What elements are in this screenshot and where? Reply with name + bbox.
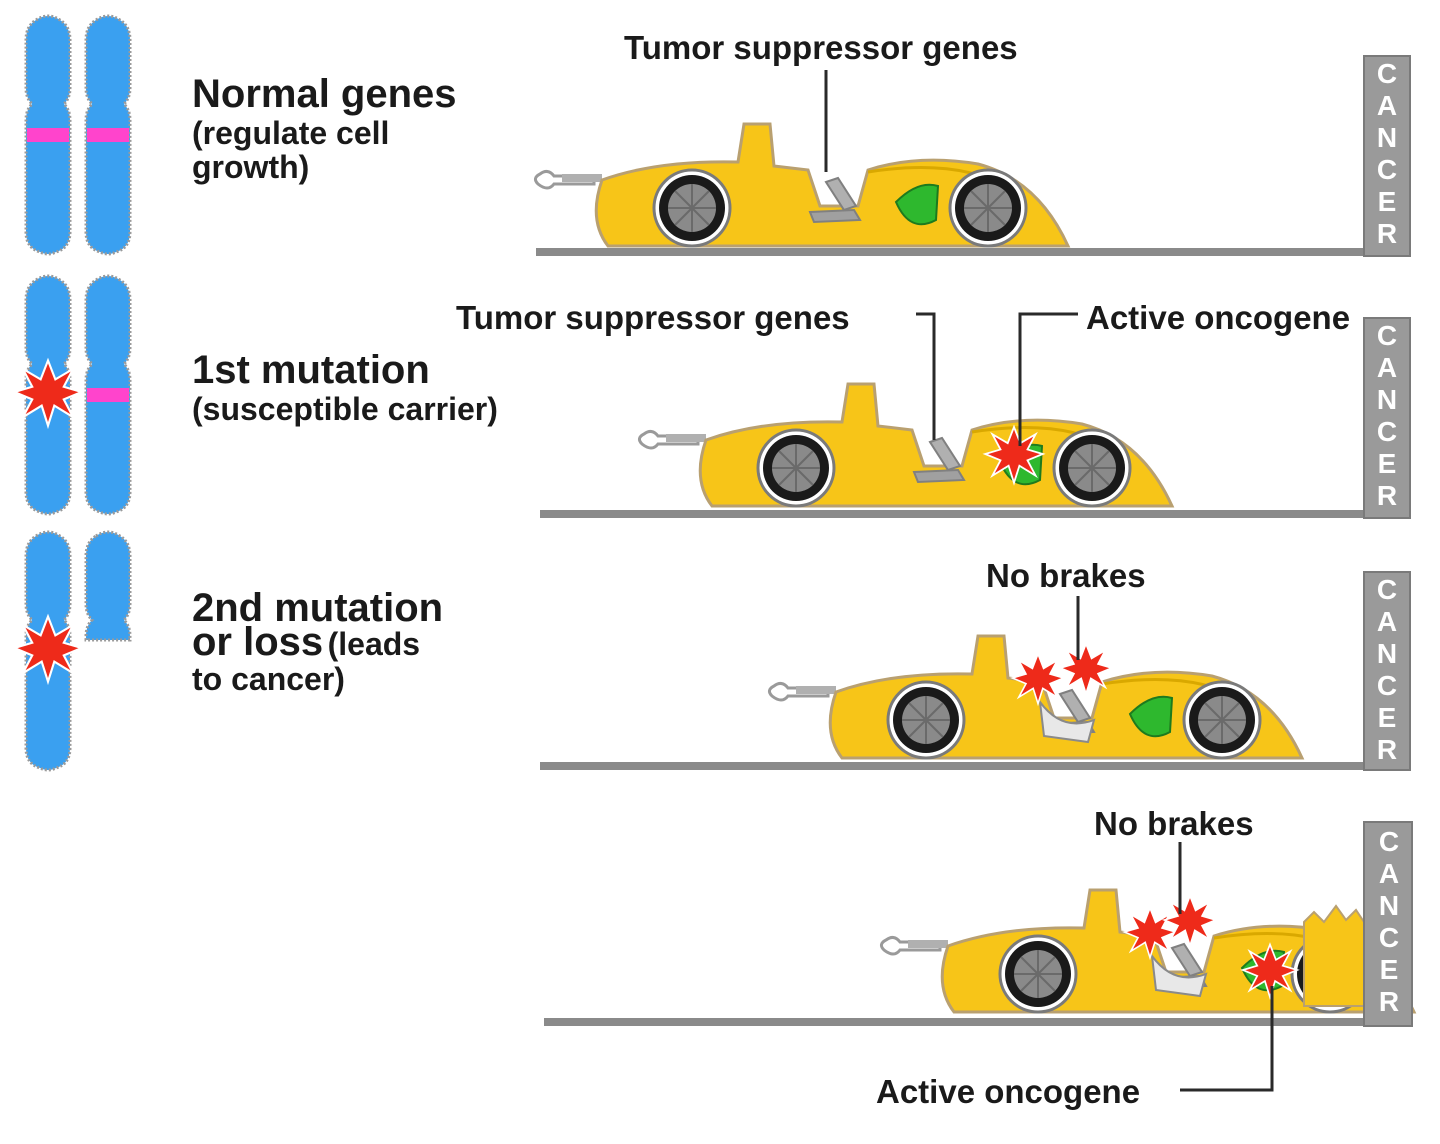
row2-callout-tumor-suppressor: Tumor suppressor genes [456, 299, 850, 336]
row3-title-line2-text: or loss [192, 620, 324, 664]
wall-letter: R [1376, 734, 1398, 765]
race-car-4 [879, 888, 1416, 1014]
row1-callout-tumor-suppressor: Tumor suppressor genes [624, 29, 1018, 66]
row4-callout-no-brakes: No brakes [1094, 805, 1254, 842]
wall-letter: N [1378, 890, 1400, 921]
chromosome-pair-first-mutation [13, 274, 132, 516]
wall-letter: C [1376, 154, 1398, 185]
wall-letter: A [1378, 858, 1400, 889]
wall-letter: C [1378, 826, 1400, 857]
row3-title: 2nd mutation [192, 586, 444, 630]
row1-note-line2: growth) [192, 149, 310, 185]
wall-letter: E [1377, 186, 1397, 217]
wall-letter: C [1376, 58, 1398, 89]
row3-note-line1: to cancer) [192, 661, 345, 697]
callout-line-row2-tsg [916, 312, 936, 440]
wall-letter: C [1376, 320, 1398, 351]
row1-note-line1: (regulate cell [192, 115, 390, 151]
race-car-2 [637, 382, 1174, 508]
race-car-1 [533, 122, 1070, 248]
row3-title-line2: or loss (leads [192, 622, 420, 662]
race-car-3 [767, 634, 1304, 760]
chromosome-pair-second-mutation [13, 530, 132, 772]
track-row-1 [536, 55, 1411, 257]
callout-line-row2-onc [1018, 312, 1078, 446]
wall-letter: C [1378, 922, 1400, 953]
wall-letter: N [1376, 384, 1398, 415]
row2-title: 1st mutation [192, 348, 430, 392]
wall-letter: N [1376, 638, 1398, 669]
wall-letter: E [1379, 954, 1399, 985]
wall-letter: A [1376, 606, 1398, 637]
wall-letter: A [1376, 90, 1398, 121]
row3-note-inline: (leads [327, 626, 421, 662]
cancer-wall-row-4 [1363, 821, 1413, 1027]
wall-letter: R [1376, 218, 1398, 249]
row2-callout-active-oncogene: Active oncogene [1086, 299, 1351, 336]
wall-letter: E [1377, 448, 1397, 479]
callout-line-row4-onc [1180, 986, 1274, 1092]
wall-letter: C [1376, 416, 1398, 447]
row4-callout-active-oncogene: Active oncogene [876, 1073, 1141, 1110]
row3-callout-no-brakes: No brakes [986, 557, 1146, 594]
wall-letter: N [1376, 122, 1398, 153]
row2-note-line1: (susceptible carrier) [192, 391, 498, 427]
wall-letter: C [1376, 670, 1398, 701]
track-row-2 [540, 317, 1411, 519]
wall-letter: R [1378, 986, 1400, 1017]
wall-letter: R [1376, 480, 1398, 511]
row1-title: Normal genes [192, 72, 457, 116]
chromosome-pair-normal [24, 14, 132, 256]
wall-letter: E [1377, 702, 1397, 733]
wall-letter: C [1376, 574, 1398, 605]
track-row-3 [540, 571, 1411, 771]
wall-letter: A [1376, 352, 1398, 383]
